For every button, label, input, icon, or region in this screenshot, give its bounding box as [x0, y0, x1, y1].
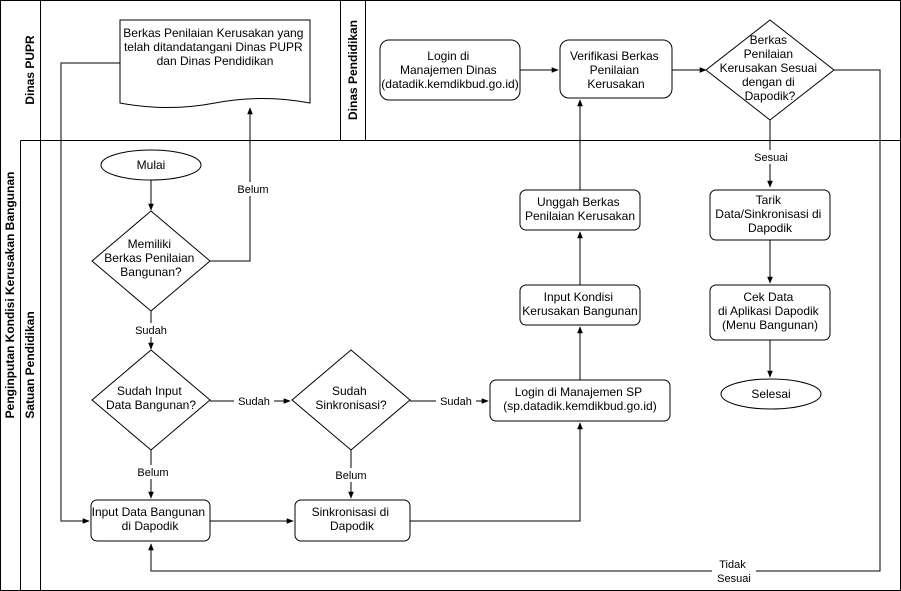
decision-sudah-input: Sudah Input Data Bangunan? — [91, 349, 211, 451]
node-selesai: Selesai — [720, 378, 822, 410]
decision-berkas-sesuai: Berkas Penilaian Kerusakan Sesuai dengan… — [705, 19, 835, 121]
document-berkas-penilaian-label: Berkas Penilaian Kerusakan yang telah di… — [123, 26, 306, 68]
decision-memiliki-berkas: Memiliki Berkas Penilaian Bangunan? — [91, 210, 211, 312]
node-selesai-label: Selesai — [751, 387, 790, 401]
edge-label-tidak-sesuai: Tidak Sesuai — [717, 559, 751, 585]
process-verifikasi-berkas-label: Verifikasi Berkas Penilaian Kerusakan — [570, 49, 662, 91]
lane-title-pendidikan: Dinas Pendidikan — [346, 20, 360, 120]
decision-memiliki-berkas-label: Memiliki Berkas Penilaian Bangunan? — [104, 237, 197, 279]
process-cek-data-label: Cek Data di Aplikasi Dapodik (Menu Bangu… — [718, 290, 822, 332]
process-unggah-berkas-label: Unggah Berkas Penilaian Kerusakan — [525, 195, 635, 223]
edge-memiliki-belum-to-berkas — [210, 107, 253, 262]
edge-label-belum-input: Belum — [137, 467, 168, 479]
decision-sudah-input-label: Sudah Input Data Bangunan? — [106, 384, 196, 412]
edge-label-sesuai: Sesuai — [754, 152, 788, 164]
edge-label-sudah-berkas: Sudah — [135, 325, 167, 337]
process-sinkronisasi: Sinkronisasi di Dapodik — [294, 499, 411, 542]
process-tarik-data: Tarik Data/Sinkronisasi di Dapodik — [709, 189, 831, 241]
process-verifikasi-berkas: Verifikasi Berkas Penilaian Kerusakan — [559, 39, 673, 99]
edge-label-belum-berkas: Belum — [237, 184, 268, 196]
process-unggah-berkas: Unggah Berkas Penilaian Kerusakan — [519, 189, 641, 231]
edge-berkas-sesuai-tidak-to-input-data — [148, 69, 881, 572]
process-sinkronisasi-label: Sinkronisasi di Dapodik — [312, 505, 393, 533]
lane-title-pupr: Dinas PUPR — [23, 35, 37, 105]
node-mulai-label: Mulai — [137, 158, 166, 172]
pool-title: Penginputan Kondisi Kerusakan Bangunan — [3, 172, 17, 419]
process-input-kondisi-label: Input Kondisi Kerusakan Bangunan — [522, 290, 637, 318]
process-input-kondisi: Input Kondisi Kerusakan Bangunan — [519, 284, 641, 326]
document-berkas-penilaian: Berkas Penilaian Kerusakan yang telah di… — [119, 19, 311, 108]
process-login-manajemen-dinas: Login di Manajemen Dinas (datadik.kemdik… — [379, 39, 521, 101]
edge-label-sudah-sinkron: Sudah — [440, 396, 472, 408]
process-input-data-bangunan: Input Data Bangunan di Dapodik — [90, 499, 211, 542]
process-login-manajemen-sp-label: Login di Manajemen SP (sp.datadik.kemdik… — [503, 385, 656, 413]
decision-sudah-sinkron-label: Sudah Sinkronisasi? — [315, 384, 387, 412]
process-login-manajemen-sp: Login di Manajemen SP (sp.datadik.kemdik… — [489, 379, 671, 422]
lane-title-satuan: Satuan Pendidikan — [23, 311, 37, 418]
process-input-data-bangunan-label: Input Data Bangunan di Dapodik — [92, 505, 209, 533]
edge-label-sudah-input: Sudah — [238, 396, 270, 408]
edge-sinkronisasi-to-login-sp — [410, 422, 583, 522]
edge-labels: Belum Sudah Sudah Belum Sudah Belum Sesu… — [130, 150, 792, 585]
decision-sudah-sinkron: Sudah Sinkronisasi? — [291, 349, 411, 451]
decision-berkas-sesuai-label: Berkas Penilaian Kerusakan Sesuai dengan… — [720, 33, 821, 103]
edge-berkas-to-input-data — [60, 62, 120, 524]
edge-label-belum-sinkron: Belum — [335, 470, 366, 482]
process-cek-data: Cek Data di Aplikasi Dapodik (Menu Bangu… — [709, 284, 831, 341]
process-tarik-data-label: Tarik Data/Sinkronisasi di Dapodik — [715, 193, 824, 235]
node-mulai: Mulai — [100, 149, 202, 181]
process-login-manajemen-dinas-label: Login di Manajemen Dinas (datadik.kemdik… — [381, 49, 518, 91]
